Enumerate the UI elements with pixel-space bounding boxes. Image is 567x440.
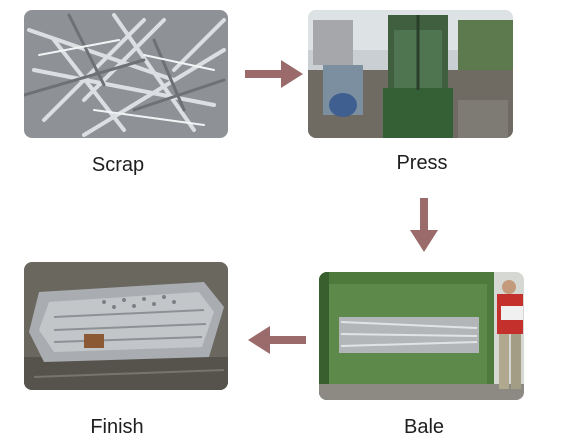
arrow-icon [248, 326, 306, 354]
arrow-scrap-to-press [245, 60, 303, 88]
step-label-bale: Bale [403, 416, 445, 438]
scrap-photo [24, 10, 228, 138]
step-label-press: Press [396, 152, 448, 174]
press-photo [308, 10, 513, 138]
arrow-press-to-bale [410, 198, 438, 252]
step-label-finish: Finish [90, 416, 144, 438]
arrow-icon [410, 198, 438, 252]
bale-photo [319, 272, 524, 400]
arrow-bale-to-finish [248, 326, 306, 354]
step-label-scrap: Scrap [91, 154, 145, 176]
finish-photo [24, 262, 228, 390]
arrow-icon [245, 60, 303, 88]
